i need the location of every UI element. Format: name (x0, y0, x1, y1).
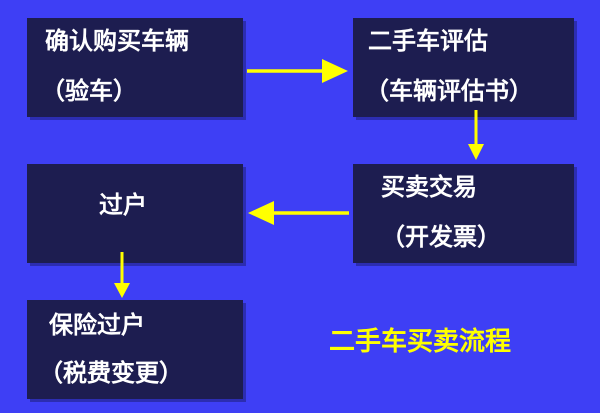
node-evaluation-sub: （车辆评估书） (365, 77, 533, 105)
node-transfer-title: 过户 (99, 191, 147, 219)
arrow-confirm-to-evaluate (247, 59, 348, 83)
arrow-transfer-to-insurance (114, 252, 130, 298)
node-confirm-purchase-title: 确认购买车辆 (45, 27, 189, 55)
node-trade-sub: （开发票） (381, 223, 501, 251)
node-evaluation: 二手车评估 （车辆评估书） (353, 18, 574, 117)
node-trade: 买卖交易 （开发票） (353, 164, 574, 263)
arrow-trade-to-transfer (248, 201, 349, 225)
node-evaluation-title: 二手车评估 (368, 27, 488, 55)
diagram-caption: 二手车买卖流程 (329, 327, 512, 357)
node-confirm-purchase: 确认购买车辆 （验车） (27, 18, 243, 117)
node-confirm-purchase-sub: （验车） (41, 77, 137, 105)
node-trade-title: 买卖交易 (381, 173, 477, 201)
arrow-evaluate-to-trade (468, 110, 484, 160)
node-insurance-transfer: 保险过户 （税费变更） (27, 300, 243, 399)
node-transfer: 过户 (27, 164, 243, 263)
node-insurance-transfer-sub: （税费变更） (39, 359, 183, 387)
node-insurance-transfer-title: 保险过户 (49, 311, 145, 339)
